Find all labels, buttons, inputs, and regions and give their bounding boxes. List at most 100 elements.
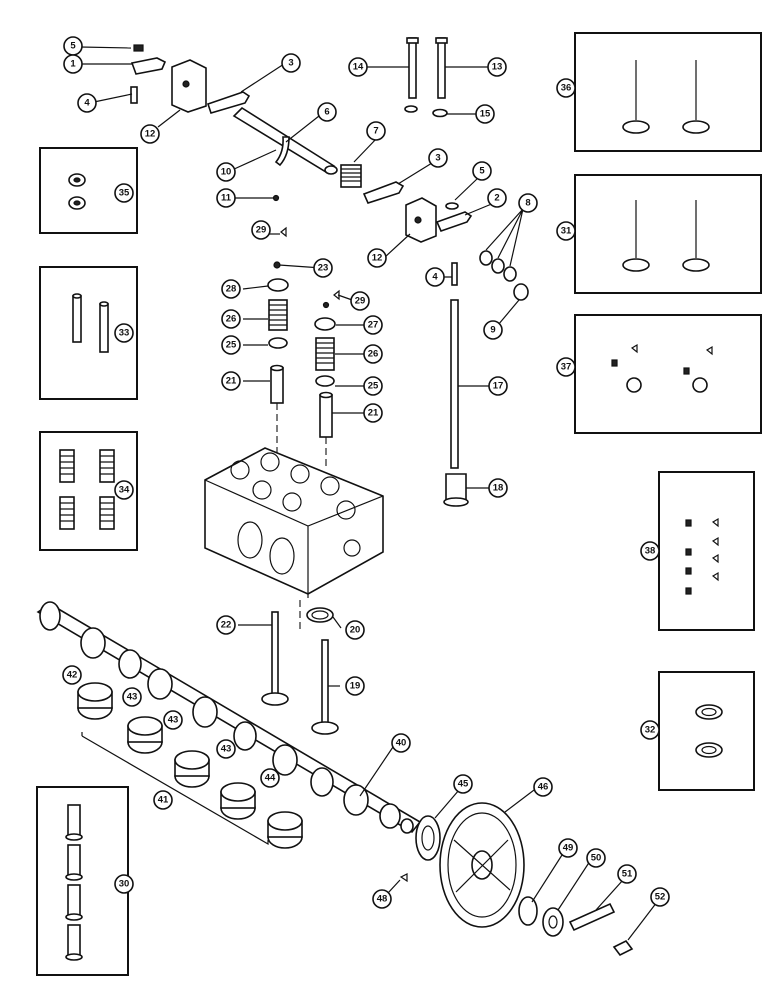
rocker-arm-2	[435, 211, 473, 232]
svg-text:48: 48	[377, 894, 388, 905]
keeper-29	[280, 226, 287, 238]
svg-text:10: 10	[221, 167, 232, 178]
valve-19	[321, 639, 329, 725]
svg-text:42: 42	[67, 670, 78, 681]
bracket-41	[81, 735, 269, 846]
oil-plug-11	[272, 194, 280, 202]
callout-11: 11	[216, 188, 236, 208]
svg-text:4: 4	[432, 272, 438, 283]
svg-text:43: 43	[168, 715, 179, 726]
valve-22	[271, 611, 279, 695]
svg-text:13: 13	[492, 62, 503, 73]
callout-36: 35	[114, 183, 134, 203]
svg-text:33: 33	[119, 328, 130, 339]
guide-21-left	[270, 367, 284, 404]
washer-15	[432, 108, 448, 118]
svg-text:9: 9	[490, 325, 495, 336]
push-rod-17	[443, 262, 469, 507]
svg-text:12: 12	[145, 129, 156, 140]
callout-43b: 43	[163, 710, 183, 730]
callout-22: 22	[216, 615, 236, 635]
svg-text:44: 44	[265, 773, 276, 784]
callout-44: 44	[260, 768, 280, 788]
svg-text:35: 35	[119, 188, 130, 199]
svg-text:15: 15	[480, 109, 491, 120]
svg-text:14: 14	[353, 62, 364, 73]
callout-34: 36	[556, 78, 576, 98]
callout-48: 48	[372, 889, 392, 909]
callout-8: 8	[518, 193, 538, 213]
callout-38: 38	[640, 541, 660, 561]
oil-line-10	[274, 136, 290, 167]
rocker-arm-left	[130, 57, 167, 75]
callout-12: 12	[140, 124, 160, 144]
svg-text:3: 3	[435, 153, 440, 164]
adjusting-nut	[133, 44, 144, 52]
svg-text:50: 50	[591, 853, 602, 864]
callout-26: 26	[221, 309, 241, 329]
callout-52: 52	[650, 887, 670, 907]
svg-text:40: 40	[396, 738, 407, 749]
callout-14: 14	[348, 57, 368, 77]
svg-text:49: 49	[563, 843, 574, 854]
retainer-27	[314, 317, 336, 331]
valves-lower	[261, 607, 339, 735]
svg-text:26: 26	[368, 349, 379, 360]
kit-box-37	[574, 314, 762, 434]
svg-text:22: 22	[221, 620, 232, 631]
svg-text:52: 52	[655, 892, 666, 903]
callout-13: 13	[487, 57, 507, 77]
callout-4b: 4	[425, 267, 445, 287]
callout-5: 5	[63, 36, 83, 56]
seal-25-right	[315, 375, 335, 387]
callout-27: 27	[363, 315, 383, 335]
key-48	[399, 873, 408, 883]
seal-25	[268, 337, 288, 349]
svg-text:46: 46	[538, 782, 549, 793]
callout-45: 45	[453, 774, 473, 794]
svg-text:17: 17	[493, 381, 504, 392]
keeper-icon	[685, 517, 719, 595]
retainer-icon	[611, 343, 713, 393]
valve-guide-icon	[72, 293, 109, 353]
svg-text:30: 30	[119, 879, 130, 890]
svg-text:36: 36	[561, 83, 572, 94]
svg-text:5: 5	[479, 166, 485, 177]
callout-21: 21	[221, 371, 241, 391]
callout-21b: 21	[363, 403, 383, 423]
callout-17: 17	[488, 376, 508, 396]
svg-text:38: 38	[645, 546, 656, 557]
svg-text:2: 2	[494, 193, 499, 204]
seal-icon	[68, 173, 86, 210]
seals	[479, 250, 529, 301]
svg-text:34: 34	[119, 485, 130, 496]
cylinder-head	[204, 447, 384, 630]
callout-10: 10	[216, 162, 236, 182]
leader-lines	[79, 46, 658, 941]
svg-text:21: 21	[368, 408, 379, 419]
callouts: 5 1 4 3 12 6 7 10 11 3 5 2 8 12 4 9 14 1…	[62, 36, 670, 909]
kit-box-38	[658, 471, 755, 631]
svg-text:18: 18	[493, 483, 504, 494]
svg-text:12: 12	[372, 253, 383, 264]
spring-51	[568, 902, 616, 932]
callout-29b: 29	[350, 291, 370, 311]
callout-5b: 5	[472, 161, 492, 181]
adjusting-screw	[130, 86, 138, 104]
svg-text:8: 8	[525, 198, 530, 209]
svg-text:23: 23	[318, 263, 329, 274]
studs	[404, 37, 448, 118]
callout-15: 15	[475, 104, 495, 124]
callout-49: 49	[558, 838, 578, 858]
svg-text:25: 25	[226, 340, 237, 351]
callout-23: 23	[313, 258, 333, 278]
callout-7: 7	[366, 121, 386, 141]
seat-20	[306, 607, 334, 623]
rocker-bracket-left	[171, 59, 207, 113]
seal-9	[513, 283, 529, 301]
stud-13	[437, 37, 446, 99]
svg-text:3: 3	[288, 58, 293, 69]
callout-40: 40	[391, 733, 411, 753]
svg-text:1: 1	[70, 59, 76, 70]
svg-text:45: 45	[458, 779, 469, 790]
